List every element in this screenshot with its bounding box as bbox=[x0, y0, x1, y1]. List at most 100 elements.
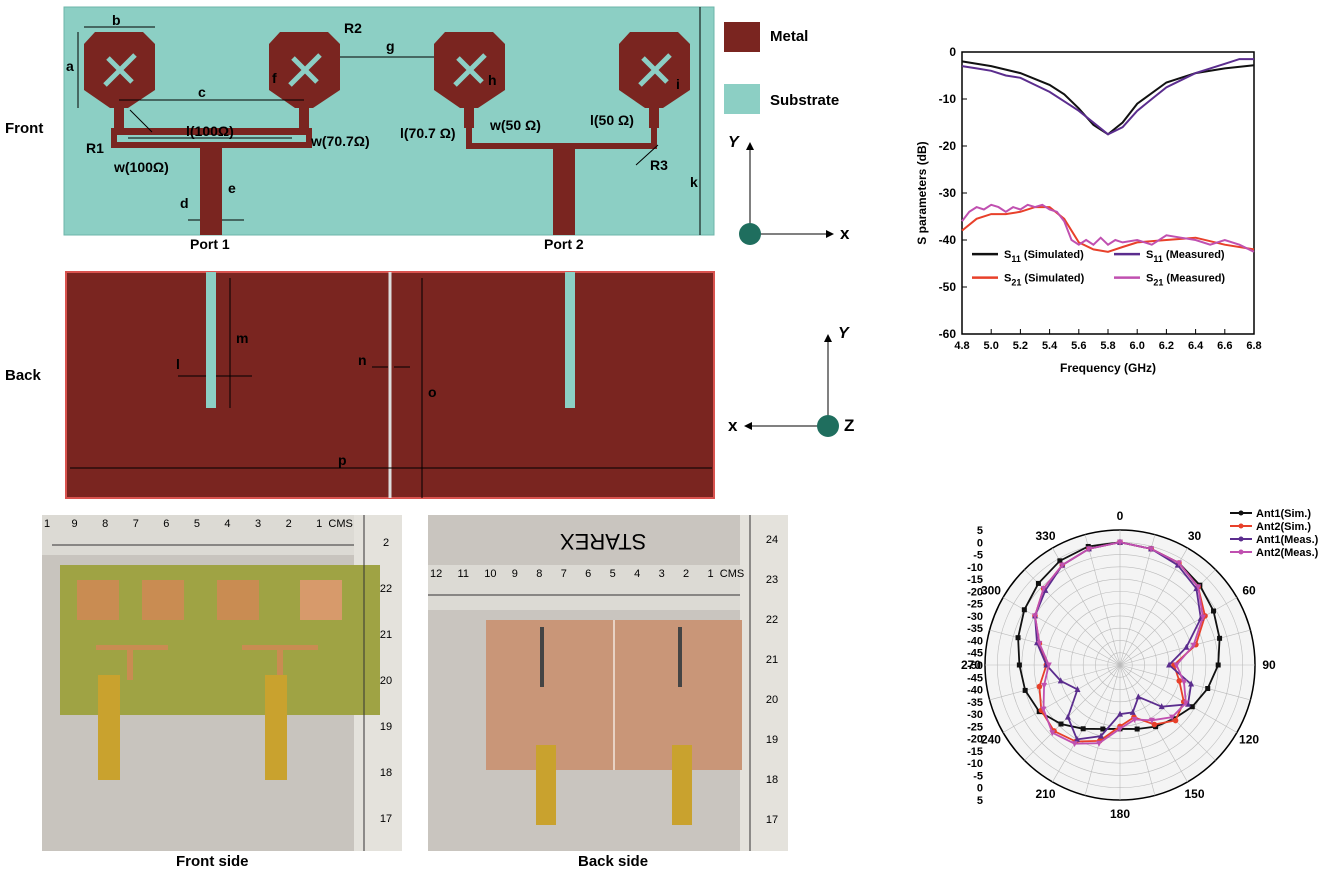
polar-angle-label: 60 bbox=[1242, 584, 1256, 598]
polar-marker bbox=[1049, 730, 1056, 737]
polar-marker bbox=[1117, 710, 1123, 717]
row-label-back: Back bbox=[5, 367, 41, 384]
polar-marker bbox=[1189, 704, 1195, 710]
polar-r-label: -40 bbox=[967, 635, 983, 647]
photo-front-side bbox=[42, 515, 402, 851]
dim-l-back: l bbox=[176, 356, 180, 372]
legend-substrate-label: Substrate bbox=[770, 92, 840, 109]
polar-marker bbox=[1016, 662, 1022, 668]
polar-r-label: -40 bbox=[967, 685, 983, 697]
polar-marker bbox=[1173, 662, 1180, 669]
back-dimension-lines bbox=[70, 278, 712, 498]
polar-marker bbox=[1199, 614, 1206, 621]
polar-marker bbox=[1074, 735, 1081, 742]
polar-angle-label: 0 bbox=[1117, 509, 1124, 523]
dim-R2: R2 bbox=[344, 20, 362, 36]
series-line-3 bbox=[961, 203, 1255, 253]
polar-r-label: -5 bbox=[973, 550, 983, 562]
back-axis-y-label: Y bbox=[838, 325, 849, 342]
dim-e: e bbox=[228, 180, 236, 196]
polar-marker bbox=[1057, 558, 1063, 564]
y-tick-label: 0 bbox=[949, 45, 956, 59]
polar-r-label: 5 bbox=[977, 795, 983, 807]
polar-grid-spoke bbox=[1119, 664, 1216, 761]
dim-o: o bbox=[428, 384, 437, 400]
polar-marker bbox=[1217, 635, 1223, 641]
polar-angle-label: 30 bbox=[1188, 529, 1202, 543]
polar-angle-label: 180 bbox=[1110, 807, 1130, 821]
polar-marker bbox=[1151, 721, 1158, 728]
y-tick-label: -40 bbox=[939, 233, 957, 247]
x-tick-label: 5.8 bbox=[1100, 340, 1115, 352]
brand-text: STAREX bbox=[560, 529, 647, 554]
polar-r-label: -20 bbox=[967, 734, 983, 746]
y-tick-label: -60 bbox=[939, 327, 957, 341]
legend-label-0: S11 (Simulated) bbox=[1004, 249, 1084, 264]
polar-marker bbox=[1015, 635, 1021, 641]
polar-marker bbox=[1148, 546, 1155, 553]
polar-marker bbox=[1158, 703, 1165, 710]
polar-r-label: -10 bbox=[967, 758, 983, 770]
polar-marker bbox=[1021, 607, 1027, 613]
polar-angle-label: 150 bbox=[1184, 787, 1204, 801]
polar-marker bbox=[1169, 714, 1176, 721]
polar-grid-spoke bbox=[989, 664, 1121, 701]
x-tick-label: 5.0 bbox=[984, 340, 999, 352]
x-tick-label: 5.2 bbox=[1013, 340, 1028, 352]
dim-n: n bbox=[358, 352, 367, 368]
polar-r-label: -25 bbox=[967, 721, 983, 733]
polar-r-label: -15 bbox=[967, 574, 983, 586]
polar-r-label: -45 bbox=[967, 648, 983, 660]
front-ruler-side: 2 22 21 20 19 18 17 bbox=[379, 537, 393, 825]
photo-back-side bbox=[428, 515, 788, 851]
polar-marker bbox=[1172, 717, 1179, 724]
dim-d: d bbox=[180, 195, 189, 211]
front-axis-y-label: Y bbox=[728, 134, 739, 151]
polar-legend-marker-0 bbox=[1238, 510, 1244, 516]
x-tick-label: 6.6 bbox=[1217, 340, 1232, 352]
polar-marker bbox=[1096, 740, 1103, 747]
back-ruler-side: 24 23 22 21 20 19 18 17 bbox=[765, 534, 779, 826]
back-axis-z-label: Z bbox=[844, 416, 855, 435]
polar-r-label: -30 bbox=[967, 611, 983, 623]
polar-marker bbox=[1176, 678, 1183, 684]
polar-marker bbox=[1071, 741, 1078, 748]
polar-legend-marker-1 bbox=[1238, 523, 1244, 529]
polar-marker bbox=[1135, 693, 1142, 700]
front-side-caption: Front side bbox=[176, 853, 249, 870]
polar-angle-label: 120 bbox=[1239, 733, 1259, 747]
polar-marker bbox=[1129, 708, 1136, 715]
legend-label-1: S11 (Measured) bbox=[1146, 249, 1225, 264]
series-line-0 bbox=[961, 60, 1255, 136]
polar-marker bbox=[1074, 686, 1081, 693]
polar-marker bbox=[1174, 561, 1181, 568]
back-side-caption: Back side bbox=[578, 853, 649, 870]
dim-k: k bbox=[690, 174, 698, 190]
legend-label-3: S21 (Measured) bbox=[1146, 273, 1225, 288]
front-ruler-top: 1 9 8 7 6 5 4 3 2 1 CMS bbox=[44, 518, 353, 530]
polar-marker bbox=[1040, 586, 1047, 593]
polar-marker bbox=[1195, 584, 1202, 591]
dim-p: p bbox=[338, 452, 347, 468]
back-axis-x-label: x bbox=[728, 416, 738, 435]
polar-marker bbox=[1175, 560, 1182, 567]
polar-marker bbox=[1211, 608, 1217, 614]
dim-b: b bbox=[112, 12, 121, 28]
legend-substrate-swatch bbox=[724, 84, 760, 114]
polar-legend-label-0: Ant1(Sim.) bbox=[1256, 508, 1311, 520]
polar-marker bbox=[1181, 679, 1188, 686]
polar-grid-spoke bbox=[1084, 534, 1121, 666]
polar-marker bbox=[1031, 613, 1038, 620]
polar-marker bbox=[1097, 732, 1104, 739]
polar-angle-label: 300 bbox=[981, 584, 1001, 598]
antenna-layout-diagram bbox=[63, 6, 839, 499]
x-tick-label: 6.8 bbox=[1246, 340, 1261, 352]
dim-R1: R1 bbox=[86, 140, 104, 156]
port-1-label: Port 1 bbox=[190, 236, 230, 252]
y-tick-label: -10 bbox=[939, 92, 957, 106]
front-axis-x-label: x bbox=[840, 224, 850, 243]
polar-marker bbox=[1188, 680, 1195, 687]
dim-l707: l(70.7 Ω) bbox=[400, 125, 456, 141]
polar-marker bbox=[1045, 662, 1052, 669]
polar-r-label: 0 bbox=[977, 537, 983, 549]
